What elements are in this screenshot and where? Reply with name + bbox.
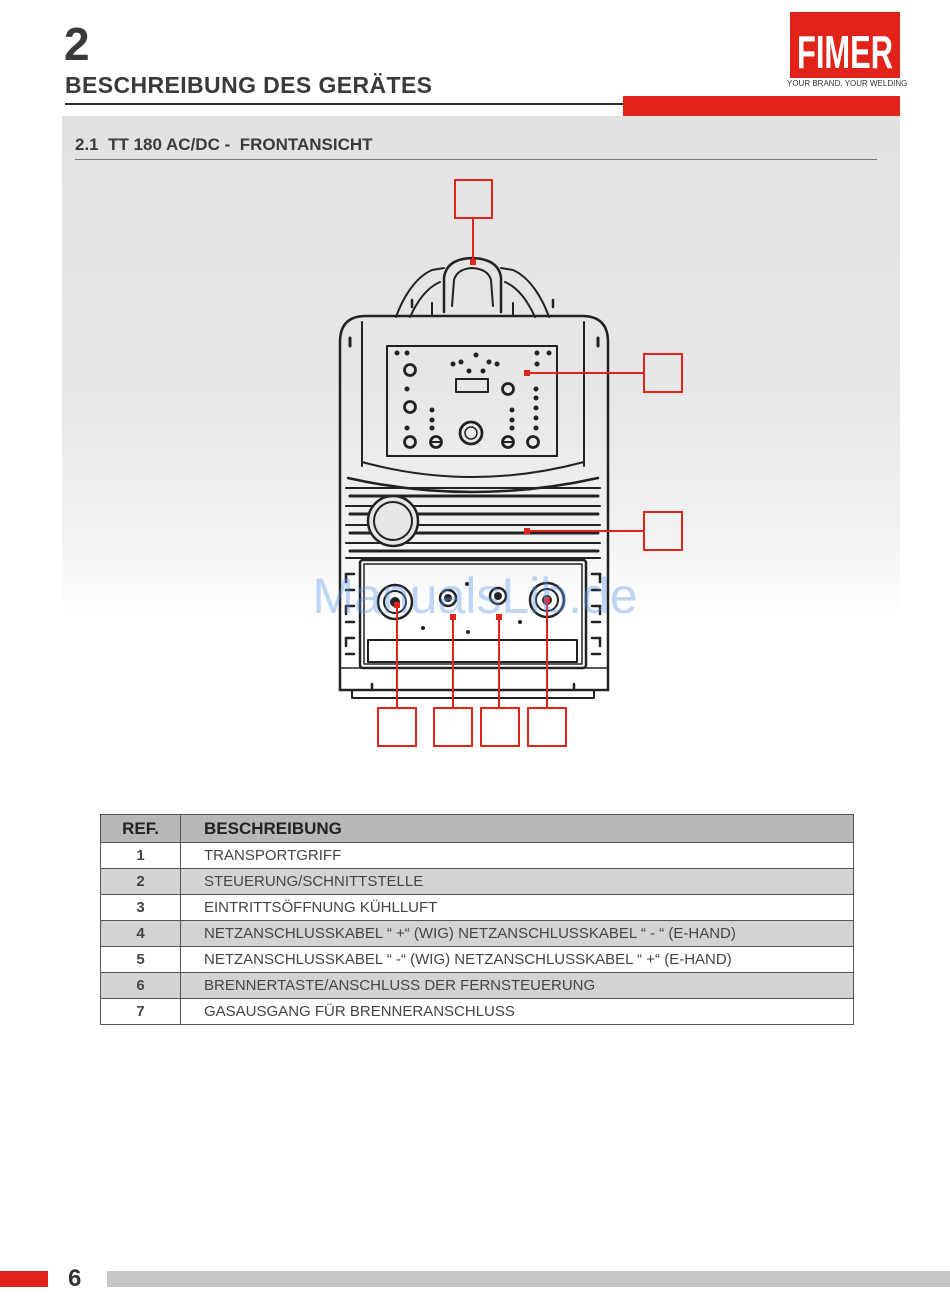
socket-gas-outlet — [488, 586, 508, 606]
fimer-logo: FIMER — [790, 12, 900, 78]
ref-cell: 3 — [100, 894, 181, 921]
column-header-description: BESCHREIBUNG — [180, 814, 854, 843]
socket-remote-control — [438, 588, 458, 608]
welding-machine-drawing — [338, 256, 610, 699]
table-row: 3 EINTRITTSÖFFNUNG KÜHLLUFT — [100, 894, 854, 921]
callout-box-2 — [643, 353, 683, 393]
chapter-number: 2 — [64, 18, 90, 70]
description-cell: GASAUSGANG FÜR BRENNERANSCHLUSS — [180, 998, 854, 1025]
table-header-row: REF. BESCHREIBUNG — [100, 814, 854, 843]
front-view-diagram — [338, 179, 683, 747]
page-number: 6 — [68, 1265, 82, 1292]
callout-1 — [454, 179, 493, 265]
ref-cell: 4 — [100, 920, 181, 947]
indicator-leds — [394, 350, 552, 431]
transport-handle — [395, 256, 555, 318]
title-rule — [65, 103, 623, 105]
power-switch — [366, 494, 420, 548]
ref-cell: 7 — [100, 998, 181, 1025]
description-cell: TRANSPORTGRIFF — [180, 842, 854, 869]
callout-box-5 — [433, 707, 473, 747]
panel-buttons — [403, 363, 540, 449]
main-control-knob — [458, 420, 484, 446]
table-row: 6 BRENNERTASTE/ANSCHLUSS DER FERNSTEUERU… — [100, 972, 854, 999]
description-cell: BRENNERTASTE/ANSCHLUSS DER FERNSTEUERUNG — [180, 972, 854, 999]
callout-3 — [524, 511, 683, 551]
control-panel — [386, 345, 558, 457]
description-table: REF. BESCHREIBUNG 1 TRANSPORTGRIFF 2 STE… — [100, 814, 854, 1025]
display-window — [455, 378, 489, 393]
callout-7 — [527, 597, 567, 747]
table-row: 7 GASAUSGANG FÜR BRENNERANSCHLUSS — [100, 998, 854, 1025]
footer-accent-bar — [0, 1271, 48, 1287]
callout-6 — [480, 614, 520, 747]
callout-5 — [433, 614, 473, 747]
callout-box-3 — [643, 511, 683, 551]
ref-cell: 6 — [100, 972, 181, 999]
side-vents — [344, 572, 602, 656]
callout-2 — [524, 353, 683, 393]
logo-tagline: YOUR BRAND. YOUR WELDING — [787, 79, 908, 88]
logo-background — [790, 12, 900, 78]
section-title: 2.1 TT 180 AC/DC - FRONTANSICHT — [75, 135, 373, 154]
machine-base — [338, 667, 610, 699]
callout-box-4 — [377, 707, 417, 747]
chapter-title: BESCHREIBUNG DES GERÄTES — [65, 72, 433, 98]
ref-cell: 5 — [100, 946, 181, 973]
callouts — [377, 179, 683, 747]
callout-box-7 — [527, 707, 567, 747]
ref-cell: 1 — [100, 842, 181, 869]
footer-bar — [107, 1271, 950, 1287]
machine-housing — [338, 314, 610, 692]
logo-wordmark: FIMER — [797, 26, 893, 78]
column-header-ref: REF. — [100, 814, 181, 843]
callout-box-6 — [480, 707, 520, 747]
section-rule — [75, 159, 877, 160]
description-cell: STEUERUNG/SCHNITTSTELLE — [180, 868, 854, 895]
table-row: 2 STEUERUNG/SCHNITTSTELLE — [100, 868, 854, 895]
description-cell: EINTRITTSÖFFNUNG KÜHLLUFT — [180, 894, 854, 921]
table-row: 5 NETZANSCHLUSSKABEL “ -“ (WIG) NETZANSC… — [100, 946, 854, 973]
description-cell: NETZANSCHLUSSKABEL “ +“ (WIG) NETZANSCHL… — [180, 920, 854, 947]
table-row: 1 TRANSPORTGRIFF — [100, 842, 854, 869]
callout-box-1 — [454, 179, 493, 219]
callout-4 — [377, 602, 417, 747]
header-accent-bar — [623, 96, 900, 116]
description-cell: NETZANSCHLUSSKABEL “ -“ (WIG) NETZANSCHL… — [180, 946, 854, 973]
ref-cell: 2 — [100, 868, 181, 895]
table-row: 4 NETZANSCHLUSSKABEL “ +“ (WIG) NETZANSC… — [100, 920, 854, 947]
watermark: ManualsLib.de — [312, 568, 638, 624]
